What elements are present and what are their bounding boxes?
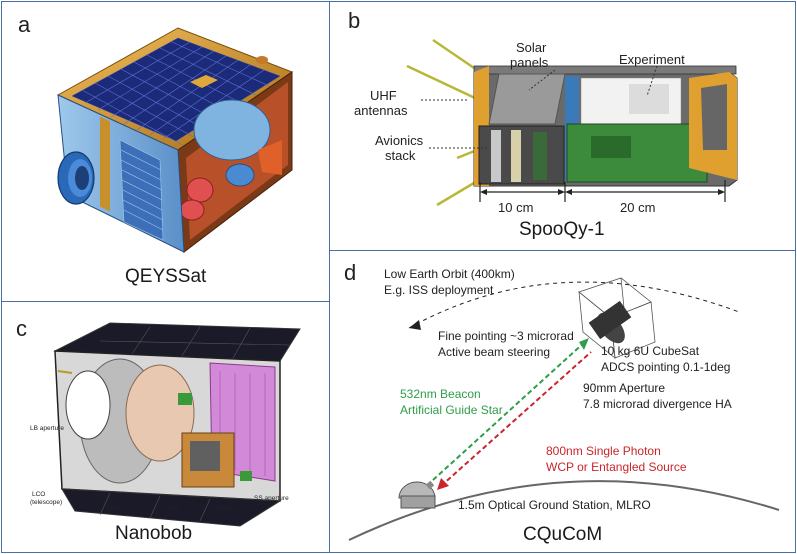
panel-c-letter: c	[16, 316, 27, 341]
label-uhf: UHF	[370, 88, 397, 103]
label-panels: panels	[510, 55, 549, 70]
label-pad: PAD	[108, 505, 121, 512]
label-obc: OBC	[166, 505, 181, 512]
label-ground-station: 1.5m Optical Ground Station, MLRO	[458, 498, 651, 512]
label-ss-aperture: SS aperture	[254, 495, 289, 502]
label-telescope: (telescope)	[30, 499, 63, 506]
label-source: WCP or Entangled Source	[546, 460, 687, 474]
panel-d-letter: d	[344, 260, 357, 285]
panel-b-caption: SpooQy-1	[519, 219, 605, 240]
panel-d-frame	[329, 250, 796, 553]
label-orbit: Low Earth Orbit (400km)	[384, 267, 515, 281]
label-stack: stack	[385, 148, 416, 163]
label-beacon: 532nm Beacon	[400, 387, 481, 401]
label-adcs: ADCS pointing 0.1-1deg	[601, 360, 731, 374]
ground-station-icon	[398, 480, 436, 509]
label-iss: E.g. ISS deployment	[384, 283, 494, 297]
dim-10cm: 10 cm	[498, 200, 534, 215]
panel-c-caption: Nanobob	[115, 523, 193, 544]
qeyssat-illustration	[56, 27, 294, 253]
label-fine-pointing: Fine pointing ~3 microrad	[438, 329, 574, 343]
label-antennas: antennas	[354, 103, 408, 118]
label-guide-star: Artificial Guide Star	[400, 403, 503, 417]
panel-d-caption: CQuCoM	[523, 524, 603, 545]
label-avionics: Avionics	[375, 133, 424, 148]
label-cubesat: 10 kg 6U CubeSat	[601, 344, 700, 358]
photon-beam	[440, 351, 592, 487]
label-beam-steering: Active beam steering	[438, 345, 551, 359]
label-solar: Solar	[516, 40, 547, 55]
cubesat-icon	[578, 277, 656, 359]
label-single-photon: 800nm Single Photon	[546, 444, 661, 458]
nanobob-illustration	[53, 322, 301, 527]
spooqy-illustration	[406, 38, 738, 207]
label-rad: RAD	[218, 505, 232, 512]
panel-a-letter: a	[18, 12, 31, 37]
ground-surface	[348, 480, 780, 541]
label-lco: LCO	[32, 491, 46, 498]
dim-20cm: 20 cm	[620, 200, 656, 215]
label-experiment: Experiment	[619, 52, 685, 67]
label-aperture: 90mm Aperture	[583, 381, 666, 395]
panel-b-letter: b	[348, 8, 361, 33]
panel-a-caption: QEYSSat	[125, 266, 207, 287]
label-lb-aperture: LB aperture	[30, 425, 64, 432]
cqucom-illustration	[348, 277, 780, 541]
label-divergence: 7.8 microrad divergence HA	[583, 397, 732, 411]
beacon-beam	[432, 339, 588, 481]
